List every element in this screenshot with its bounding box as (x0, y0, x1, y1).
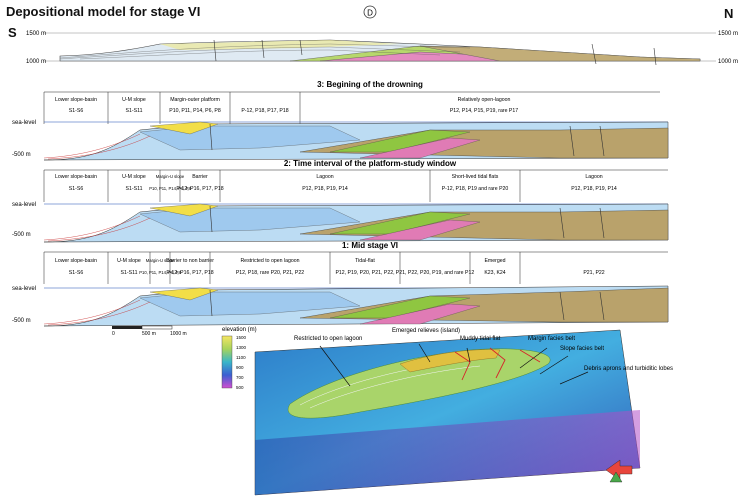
zone-taxa: P12, P19, P20, P21, P22, (335, 270, 394, 276)
zone-taxa: K23, K24 (484, 270, 505, 276)
section-3: 3: Begining of the drowning Lower slope-… (12, 80, 669, 161)
section-marker-circle (363, 5, 377, 19)
section-1-title: 1: Mid stage VI (342, 241, 398, 250)
zone-name: Barrier to non barrier (166, 258, 214, 264)
section-marker-label: D (367, 9, 373, 18)
label-muddy: Muddy tidal flat (460, 336, 501, 342)
label-debris: Debris aprons and turbiditic lobes (584, 366, 673, 372)
zone-taxa: P10, P11, P14, P6, P8 (169, 108, 221, 114)
legend-tick: 1100 (236, 355, 246, 360)
section-2-title: 2: Time interval of the platform-study w… (284, 159, 457, 168)
zone-taxa: P21, P22, P20, P19, and rare P12 (396, 270, 475, 276)
section-2: 2: Time interval of the platform-study w… (12, 159, 669, 243)
zone-name: Lagoon (585, 174, 602, 180)
zone-name: Relatively open-lagoon (458, 97, 511, 103)
zone-taxa: P-12, P16, P17, P18 (166, 270, 213, 276)
scale-mid: 500 m (142, 331, 156, 337)
north-label: N (724, 6, 734, 21)
legend-tick: 1500 (236, 335, 247, 340)
scale-end: 1000 m (170, 331, 187, 337)
section-3-title: 3: Begining of the drowning (317, 80, 423, 89)
zone-name: Lower slope-basin (55, 258, 97, 264)
zone-taxa: P21, P22 (583, 270, 604, 276)
zone-taxa: S1-S6 (69, 270, 84, 276)
zone-taxa: S1-S11 (126, 108, 143, 114)
scale-zero: 0 (112, 331, 115, 337)
legend-title: elevation (m) (222, 327, 257, 333)
zone-name: Emerged (484, 258, 505, 264)
zone-name: Margin-outer platform (170, 97, 220, 103)
zone-taxa: P12, P18, P19, P14 (571, 186, 617, 192)
sea-level-label-3: sea-level (12, 120, 36, 126)
zone-taxa: P12, P14, P15, P19, rare P17 (450, 108, 518, 114)
zone-name: Lower slope-basin (55, 174, 97, 180)
elev-1000-right: 1000 m (718, 59, 738, 65)
zone-name: Restricted to open lagoon (240, 258, 299, 264)
zone-name: Tidal-flat (355, 258, 375, 264)
zone-taxa: S1-S6 (69, 108, 84, 114)
zone-taxa: P12, P18, P19, P14 (302, 186, 348, 192)
block-diagram: Restricted to open lagoon Emerged reliev… (254, 328, 673, 496)
sea-level-label-1: sea-level (12, 286, 36, 292)
elevation-legend: elevation (m) 1500 1300 1100 900 700 500 (221, 327, 257, 390)
zone-name: Margin-U slope (146, 258, 175, 263)
zone-name: Lower slope-basin (55, 97, 97, 103)
legend-tick: 1300 (236, 345, 247, 350)
zone-name: U-M slope (117, 258, 141, 264)
figure-title: Depositional model for stage VI (6, 4, 201, 19)
south-label: S (8, 25, 17, 40)
label-emerged: Emerged relieves (island) (392, 328, 460, 334)
zone-taxa: P-12, P16, P17, P18 (176, 186, 223, 192)
legend-color-bar (221, 335, 233, 389)
zone-taxa: S1-S11 (126, 186, 143, 192)
zone-name: Lagoon (316, 174, 333, 180)
zone-name: Short-lived tidal flats (452, 174, 499, 180)
legend-tick: 700 (236, 375, 244, 380)
elev-1500-left: 1500 m (26, 31, 46, 37)
label-slope: Slope facies belt (560, 346, 604, 352)
depth-label-3: -500 m (12, 152, 31, 158)
zone-taxa: P-12, P18, P17, P18 (241, 108, 288, 114)
orientation-arrow-icon (605, 459, 633, 483)
zone-taxa: S1-S11 (121, 270, 138, 276)
depth-label-1: -500 m (12, 318, 31, 324)
zone-name: U-M slope (122, 174, 146, 180)
zone-taxa: P10, P11, P14, P6, P8 (139, 270, 181, 275)
zone-taxa: P10, P11, P14, P6, P8 (149, 186, 191, 191)
elev-1000-left: 1000 m (26, 59, 46, 65)
elev-1500-right: 1500 m (718, 31, 738, 37)
zone-name: Barrier (192, 174, 208, 180)
zone-name: Margin-U slope (156, 174, 185, 179)
label-margin: Margin facies belt (528, 336, 575, 342)
top-cross-section: D 1500 m 1000 m 1500 m 1000 m (26, 5, 738, 66)
sea-level-label-2: sea-level (12, 202, 36, 208)
legend-tick: 900 (236, 365, 244, 370)
zone-taxa: S1-S6 (69, 186, 84, 192)
zone-taxa: P12, P18, rare P20, P21, P22 (236, 270, 304, 276)
legend-tick: 500 (236, 385, 244, 390)
scale-bar: 0 500 m 1000 m (112, 325, 187, 337)
zone-taxa: P-12, P18, P19 and rare P20 (442, 186, 509, 192)
zone-name: U-M slope (122, 97, 146, 103)
label-restricted: Restricted to open lagoon (294, 336, 362, 342)
depth-label-2: -500 m (12, 232, 31, 238)
